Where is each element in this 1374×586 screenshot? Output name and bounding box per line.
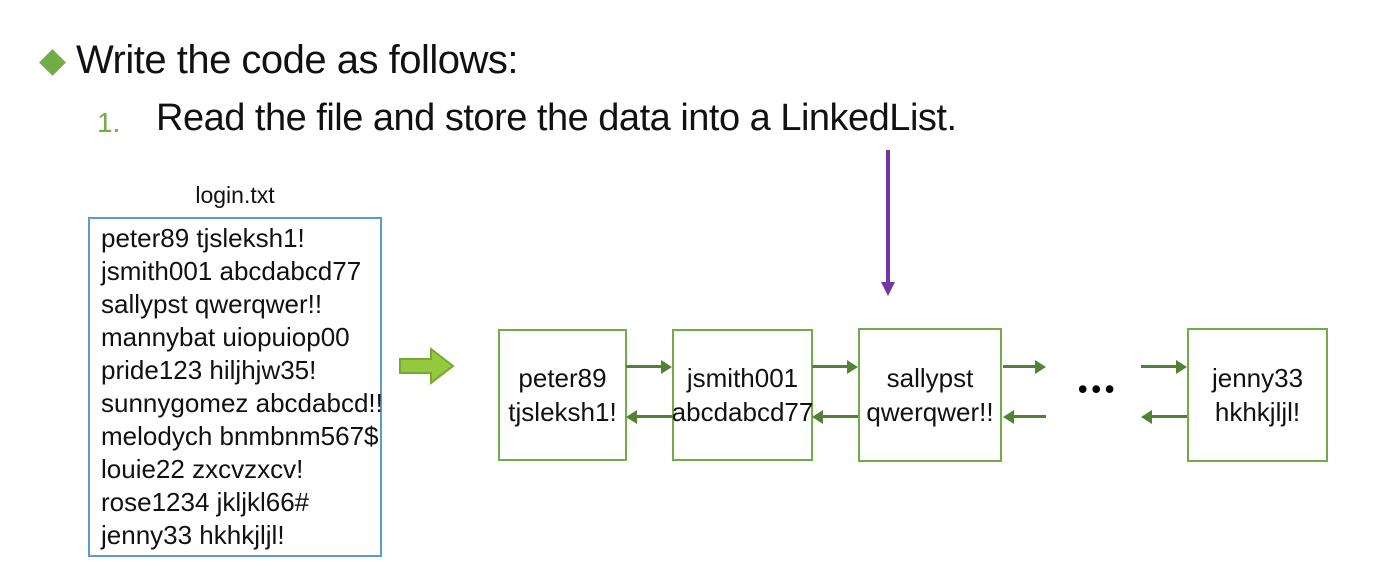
- list-node-1: peter89 tjsleksh1!: [498, 329, 627, 461]
- prev-pointer-arrow: [812, 409, 858, 424]
- prev-pointer-arrow: [626, 409, 672, 424]
- slide-title: Write the code as follows:: [76, 38, 519, 82]
- next-pointer-arrow: [626, 359, 672, 374]
- file-line: melodych bnmbnm567$: [101, 421, 379, 451]
- next-pointer-arrow: [1141, 359, 1187, 374]
- prev-pointer-arrow: [1003, 409, 1046, 424]
- node-username: sallypst: [886, 363, 974, 393]
- file-line: mannybat uiopuiop00: [101, 322, 350, 352]
- prev-pointer-arrow: [1141, 409, 1187, 424]
- list-node-3: sallypst qwerqwer!!: [858, 328, 1002, 462]
- list-node-2: jsmith001 abcdabcd77: [672, 329, 813, 461]
- node-username: jenny33: [1211, 363, 1304, 393]
- file-contents-box: peter89 tjsleksh1! jsmith001 abcdabcd77 …: [88, 217, 383, 557]
- next-pointer-arrow: [812, 359, 858, 374]
- file-line: jsmith001 abcdabcd77: [101, 256, 362, 286]
- down-arrow-icon: [881, 150, 895, 296]
- node-password: hkhkjljl!: [1214, 397, 1301, 427]
- list-node-4: jenny33 hkhkjljl!: [1187, 328, 1328, 462]
- node-password: abcdabcd77: [671, 397, 814, 427]
- file-to-list-arrow-icon: [399, 346, 455, 386]
- step-text: Read the file and store the data into a …: [156, 97, 957, 139]
- node-username: peter89: [518, 363, 607, 393]
- file-line: pride123 hiljhjw35!: [101, 355, 317, 385]
- file-line: peter89 tjsleksh1!: [101, 223, 305, 253]
- file-line: louie22 zxcvzxcv!: [101, 454, 304, 484]
- file-line: jenny33 hkhkjljl!: [101, 520, 285, 550]
- diamond-bullet-icon: [39, 49, 66, 76]
- file-line: rose1234 jkljkl66#: [101, 487, 310, 517]
- next-pointer-arrow: [1003, 359, 1046, 374]
- step-number: 1.: [97, 107, 121, 138]
- file-name-label: login.txt: [195, 182, 275, 208]
- node-username: jsmith001: [686, 363, 799, 393]
- file-line: sallypst qwerqwer!!: [101, 289, 323, 319]
- node-password: qwerqwer!!: [866, 397, 994, 427]
- node-password: tjsleksh1!: [508, 397, 617, 427]
- list-ellipsis: •••: [1078, 374, 1119, 404]
- file-line: sunnygomez abcdabcd!!: [101, 388, 383, 418]
